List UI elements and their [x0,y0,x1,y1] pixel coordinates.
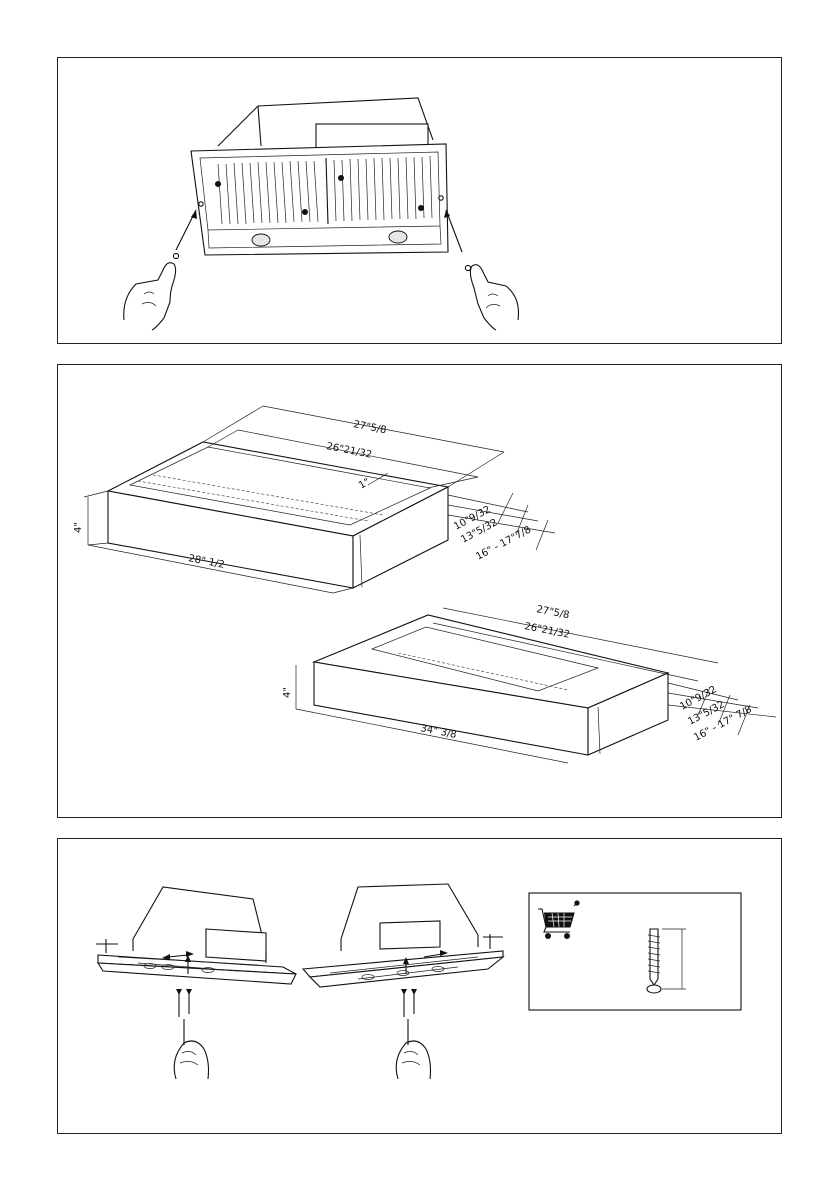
panel-hood-front [57,57,782,344]
accessory-box [529,893,741,1010]
panel-installation [57,838,782,1134]
pointing-hand-left [124,263,176,330]
small-box-drawing [84,406,555,593]
screwdriver-hand-right [396,989,430,1079]
small-top-inner-dim: 26"21/32 [325,441,372,461]
screwdriver-hand-left [174,989,208,1079]
dimension-drawings: 27"5/8 26"21/32 1" 4" 28" 1/2 10"9/32 13… [58,365,783,819]
large-top-inner-dim: 26"21/32 [523,621,570,641]
hood-installation-left [96,887,296,984]
hood-front-illustration [58,58,783,345]
panel-dimensions: 27"5/8 26"21/32 1" 4" 28" 1/2 10"9/32 13… [57,364,782,818]
large-top-outer-dim: 27"5/8 [535,604,570,621]
small-height-dim: 4" [73,522,84,533]
small-top-outer-dim: 27"5/8 [352,419,387,436]
hood-installation-right [303,884,503,987]
installation-illustration [58,839,783,1135]
large-height-dim: 4" [282,687,293,698]
pointing-hand-right [470,265,518,330]
